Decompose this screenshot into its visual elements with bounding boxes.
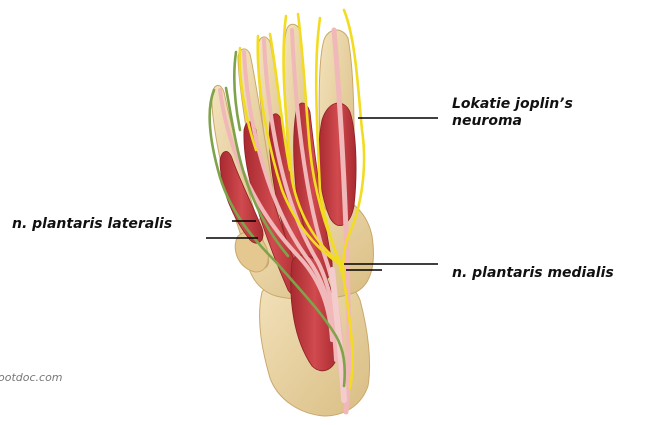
joplins-neuroma-label-line2: neuroma bbox=[452, 113, 573, 130]
medial-plantar-nerve-label: n. plantaris medialis bbox=[452, 265, 614, 282]
lateral-plantar-nerve-label: n. plantaris lateralis bbox=[12, 216, 172, 233]
joplins-neuroma-label-line1: Lokatie joplin’s bbox=[452, 96, 573, 113]
joplins-neuroma-label: Lokatie joplin’s neuroma bbox=[452, 96, 573, 130]
source-credit: ootdoc.com bbox=[0, 371, 63, 384]
